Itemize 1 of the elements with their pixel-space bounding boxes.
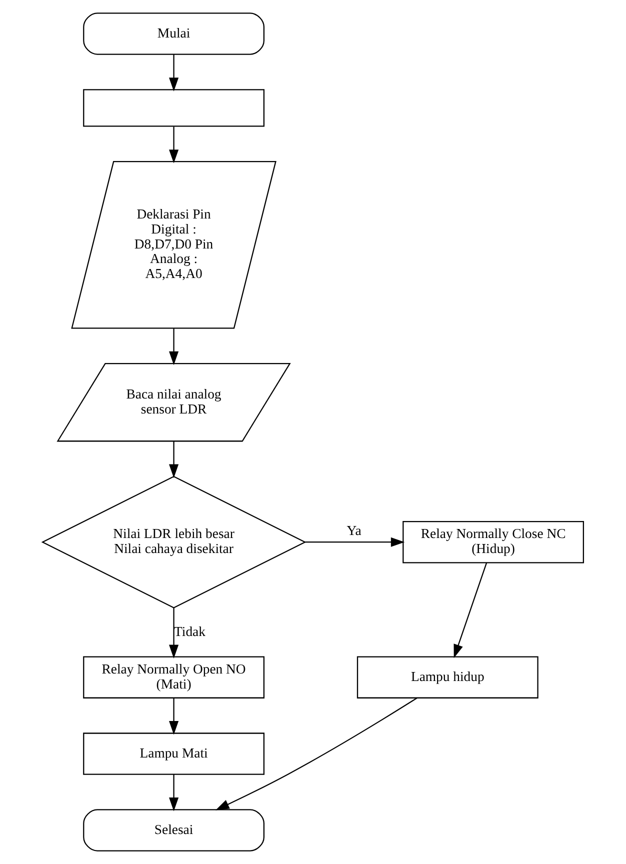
edge-label: Ya bbox=[346, 522, 362, 538]
